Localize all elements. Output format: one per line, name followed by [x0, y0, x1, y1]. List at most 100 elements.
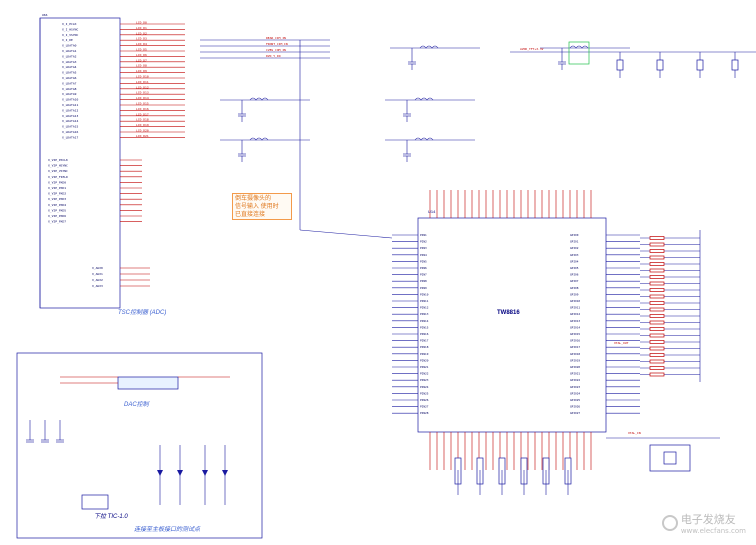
- resistor: [649, 307, 665, 312]
- chip-pin-label: GPIO4: [570, 259, 579, 263]
- chip-pin-label: GPIO23: [570, 385, 580, 389]
- bus-label: LCD_D7: [136, 58, 147, 62]
- chip-ref: U14: [428, 209, 436, 214]
- resistor: [649, 359, 665, 364]
- connector-pin-label: X_VIP_FIELD: [48, 175, 68, 179]
- resistor: [649, 268, 665, 273]
- chip-pin-label: PIN15: [420, 325, 429, 329]
- connector-pin-label: X_AUX3: [92, 284, 103, 288]
- component: [616, 59, 624, 71]
- chip-pin-label: PIN4: [420, 253, 427, 257]
- annotation-box: 倒车摄像头的 信号输入 使用时 已直接连接: [232, 193, 292, 220]
- connector-pin-label: X_VIP_PXD5: [48, 208, 66, 212]
- connector-ref: U66: [42, 13, 48, 17]
- connector-pin-label: X_VIP_PXD3: [48, 197, 66, 201]
- annotation-line: 信号输入 使用时: [235, 204, 279, 210]
- resistor: [649, 314, 665, 318]
- net-label: FRONT_CIM_IN: [266, 42, 288, 46]
- net-label: XTAL_IN: [628, 431, 641, 435]
- chip-pin-label: GPIO6: [570, 273, 579, 277]
- bus-label: LCD_D2: [136, 31, 147, 35]
- connector-pin-label: X_VIP_VSYNC: [48, 169, 68, 173]
- component: [656, 59, 664, 71]
- inductor-coil: [249, 137, 269, 141]
- connector-pin-label: X_VIP_PXD0: [48, 180, 66, 184]
- bus-label: LCD_D14: [136, 96, 149, 100]
- connector-pin-label: X_AUX2: [92, 278, 103, 282]
- chip-pin-label: PIN25: [420, 391, 429, 395]
- chip-pin-label: PIN16: [420, 332, 429, 336]
- inductor-coil: [414, 97, 434, 101]
- chip-pin-label: GPIO19: [570, 358, 580, 362]
- bus-label: LCD_D16: [136, 107, 149, 111]
- connector-pin-label: X_LDATA16: [62, 130, 78, 134]
- inductor-coil: [569, 45, 589, 49]
- connector-pin-label: X_VIP_PXD4: [48, 203, 66, 207]
- connector-j: [81, 494, 109, 510]
- bus-label: LCD_D9: [136, 69, 147, 73]
- diode-symbol: [202, 470, 208, 476]
- chip-name: TW8816: [497, 310, 520, 316]
- diode-symbol: [157, 470, 163, 476]
- connector-pin-label: X_LDATA12: [62, 108, 78, 112]
- connector-pin-label: X_VIP_PXD7: [48, 220, 66, 224]
- connector-pin-label: X_LDATA8: [62, 87, 77, 91]
- connector-pin-label: X_VIP_HSYNC: [48, 164, 68, 168]
- chip-pin-label: PIN8: [420, 279, 427, 283]
- component: [696, 59, 704, 71]
- chip-pin-label: PIN22: [420, 372, 429, 376]
- chip-pin-label: PIN10: [420, 292, 429, 296]
- chip-pin-label: GPIO0: [570, 233, 579, 237]
- chip-pin-label: GPIO9: [570, 292, 579, 296]
- component: [731, 59, 739, 71]
- chip-pin-label: GPIO16: [570, 339, 580, 343]
- chip-pin-label: PIN26: [420, 398, 429, 402]
- diode-symbol: [177, 470, 183, 476]
- connector-pin-label: X_LDATA0: [62, 44, 77, 48]
- net-label: CVBS_COM_IN: [266, 48, 286, 52]
- resistor: [649, 372, 665, 377]
- chip-pin-label: GPIO22: [570, 378, 580, 382]
- watermark: 电子发烧友 www.elecfans.com: [661, 511, 746, 535]
- connector-pin-label: X_LDATA13: [62, 114, 78, 118]
- annotation-line: 已直接连接: [235, 212, 266, 218]
- connector-pin-label: X_VIP_PXD2: [48, 192, 66, 196]
- chip-pin-label: GPIO21: [570, 372, 580, 376]
- chip-pin-label: GPIO1: [570, 240, 579, 244]
- chip-pin-label: PIN6: [420, 266, 427, 270]
- connector-pin-label: X_LDATA17: [62, 135, 78, 139]
- chip-pin-label: GPIO27: [570, 411, 580, 415]
- resistor: [649, 301, 665, 305]
- dac-caption: DAC控制: [124, 402, 149, 408]
- resistor: [649, 333, 665, 338]
- chip-pin-label: GPIO20: [570, 365, 580, 369]
- resistor: [649, 255, 665, 260]
- crystal-box: [649, 444, 691, 472]
- bus-label: LCD_D0: [136, 21, 147, 25]
- connector-pin-label: X_LDATA3: [62, 60, 77, 64]
- chip-pin-label: PIN21: [420, 365, 429, 369]
- inductor-coil: [414, 137, 434, 141]
- lower-panel: [16, 352, 263, 539]
- connector-pin-label: X_VIP_PXD1: [48, 186, 66, 190]
- chip-pin-label: GPIO15: [570, 332, 580, 336]
- connector-pin-label: X_LDATA1: [62, 49, 77, 53]
- bus-label: LCD_D6: [136, 53, 147, 57]
- connector-pin-label: X_LDATA9: [62, 92, 77, 96]
- chip-pin-label: PIN23: [420, 378, 429, 382]
- bus-label: LCD_D1: [136, 26, 147, 30]
- bus-label: LCD_D21: [136, 134, 149, 138]
- chip-pin-label: PIN7: [420, 273, 427, 277]
- chip-pin-label: GPIO5: [570, 266, 579, 270]
- chip-pin-label: GPIO14: [570, 325, 580, 329]
- chip-pin-label: PIN13: [420, 312, 429, 316]
- chip-pin-label: GPIO3: [570, 253, 579, 257]
- bus-label: LCD_D12: [136, 85, 149, 89]
- chip-pin-label: PIN9: [420, 286, 427, 290]
- connector-pin-label: X_AUX1: [92, 272, 103, 276]
- wire: [299, 229, 393, 239]
- inductor-coil: [419, 45, 439, 49]
- diode-symbol: [222, 470, 228, 476]
- ldo-caption: 下拉 TIC-1.0: [94, 514, 128, 520]
